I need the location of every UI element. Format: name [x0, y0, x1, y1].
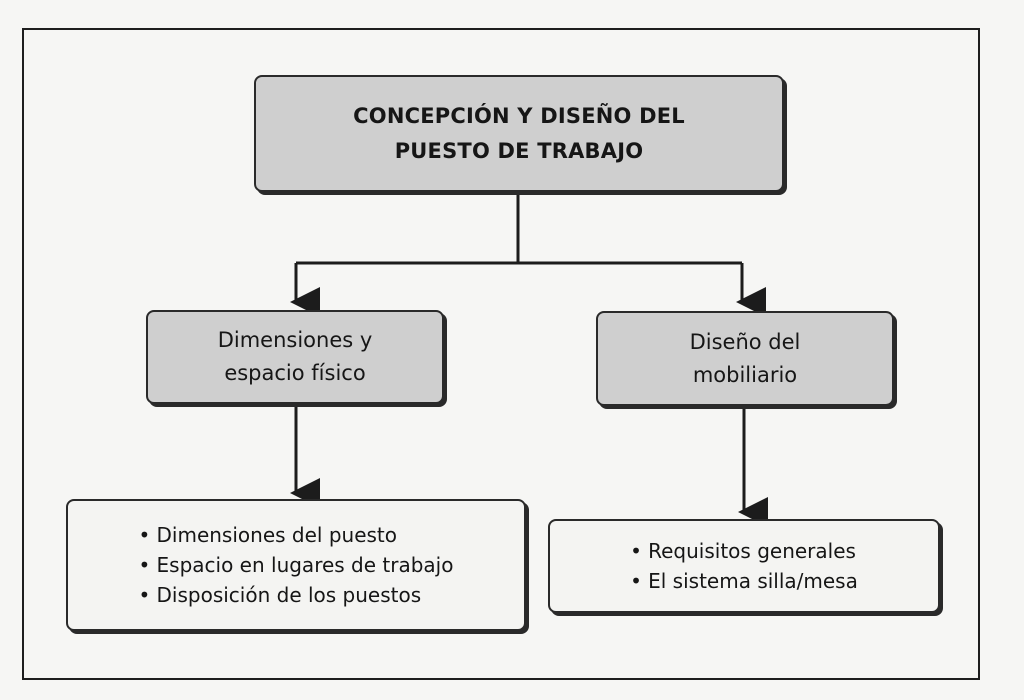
left-category-node: Dimensiones y espacio físico: [146, 310, 444, 404]
left-category-line-2: espacio físico: [224, 361, 366, 385]
right-category-line-1: Diseño del: [689, 329, 801, 354]
root-node-line-2: PUESTO DE TRABAJO: [394, 138, 644, 163]
left-category-line-1: Dimensiones y: [217, 328, 373, 352]
right-detail-item: Requisitos generales: [630, 536, 858, 566]
right-category-label: Diseño del mobiliario: [690, 326, 801, 392]
left-detail-item: Espacio en lugares de trabajo: [139, 550, 454, 580]
left-category-label: Dimensiones y espacio físico: [218, 324, 373, 390]
right-detail-list: Requisitos generales El sistema silla/me…: [630, 536, 858, 596]
right-detail-item: El sistema silla/mesa: [630, 566, 858, 596]
left-detail-item: Dimensiones del puesto: [139, 520, 454, 550]
root-node-line-1: CONCEPCIÓN Y DISEÑO DEL: [353, 103, 685, 128]
diagram-frame: [22, 28, 980, 680]
left-detail-box: Dimensiones del puesto Espacio en lugare…: [66, 499, 526, 631]
root-node: CONCEPCIÓN Y DISEÑO DEL PUESTO DE TRABAJ…: [254, 75, 784, 192]
root-node-title: CONCEPCIÓN Y DISEÑO DEL PUESTO DE TRABAJ…: [353, 99, 685, 169]
left-detail-list: Dimensiones del puesto Espacio en lugare…: [139, 520, 454, 610]
left-detail-item: Disposición de los puestos: [139, 580, 454, 610]
right-category-node: Diseño del mobiliario: [596, 311, 894, 406]
right-detail-box: Requisitos generales El sistema silla/me…: [548, 519, 940, 613]
right-category-line-2: mobiliario: [692, 362, 798, 387]
